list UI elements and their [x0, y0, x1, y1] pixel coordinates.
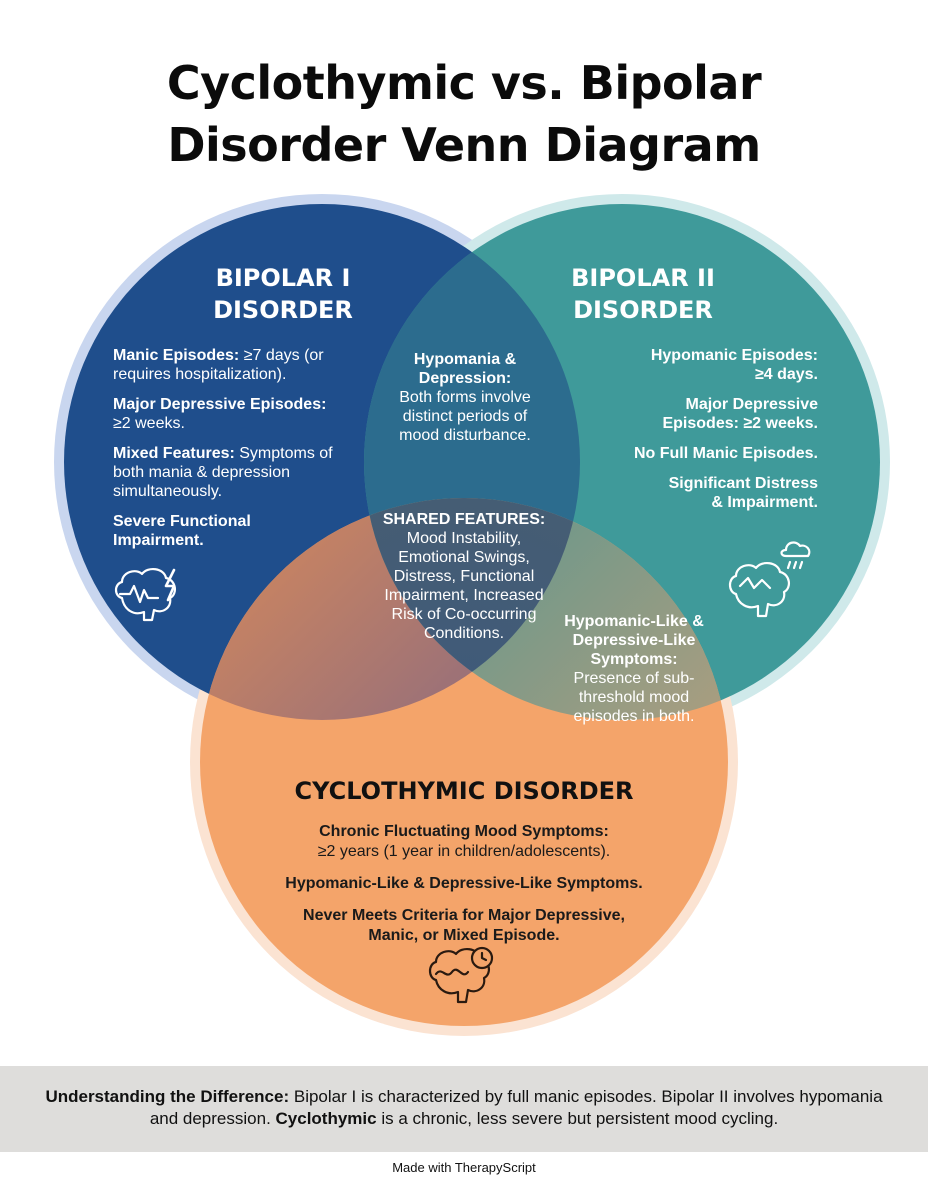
bipolar1-item-text: ≥7 days (or requires hospitalization). [113, 347, 324, 383]
overlap-b2-cy-label: Hypomanic-Like & Depressive-Like Symptom… [564, 613, 704, 668]
overlap-b2-cy-text: Hypomanic-Like & Depressive-Like Symptom… [556, 612, 712, 726]
venn-diagram [54, 194, 890, 1036]
bipolar1-items: Manic Episodes: ≥7 days (or requires hos… [113, 346, 345, 561]
overlap-bipolar-desc: Both forms involve distinct periods of m… [399, 389, 531, 444]
bipolar1-item-label: Severe Functional Impairment. [113, 513, 251, 549]
bipolar2-item: Hypomanic Episodes: ≥4 days. [650, 347, 818, 383]
shared-features-label: SHARED FEATURES: [382, 511, 546, 528]
bipolar2-items: Hypomanic Episodes: ≥4 days. Major Depre… [618, 346, 818, 523]
cyclothymic-item-text: ≥2 years (1 year in children/adolescents… [317, 843, 611, 860]
cyclothymic-items: Chronic Fluctuating Mood Symptoms: ≥2 ye… [260, 822, 668, 958]
overlap-bipolar1-cyclothymic [200, 498, 580, 720]
brain-clock-icon [428, 946, 494, 1004]
title-line-1: Cyclothymic vs. Bipolar [166, 56, 762, 110]
bipolar1-item-label: Mixed Features: [113, 445, 235, 462]
footer-text: Understanding the Difference: Bipolar I … [30, 1086, 898, 1130]
bipolar2-item: Significant Distress & Impairment. [668, 475, 818, 511]
cyclothymic-item: Hypomanic-Like & Depressive-Like Symptom… [285, 875, 643, 892]
footer-band [0, 1066, 928, 1152]
made-with-credit: Made with TherapyScript [392, 1160, 536, 1175]
overlap-bipolar-label: Hypomania & Depression: [413, 351, 517, 387]
overlap-bipolar-text: Hypomania & Depression: Both forms invol… [382, 350, 548, 445]
bipolar1-item-text: Symptoms of both mania & depression simu… [113, 445, 333, 500]
footer-text-1: Bipolar I is characterized by full manic… [149, 1087, 883, 1128]
bipolar1-item: Manic Episodes: ≥7 days (or requires hos… [113, 346, 345, 384]
cyclothymic-heading: CYCLOTHYMIC DISORDER [294, 777, 634, 805]
shared-features-desc: Mood Instability, Emotional Swings, Dist… [384, 530, 544, 642]
cyclothymic-item: Never Meets Criteria for Major Depressiv… [303, 907, 625, 944]
bipolar1-heading-line1: BIPOLAR I [215, 264, 351, 292]
brain-raincloud-icon [728, 541, 811, 618]
bipolar1-item: Severe Functional Impairment. [113, 512, 273, 550]
shared-features-text: SHARED FEATURES: Mood Instability, Emoti… [376, 510, 552, 643]
bipolar1-heading-line2: DISORDER [213, 296, 353, 324]
overlap-b2-cy-desc: Presence of sub-threshold mood episodes … [573, 670, 695, 725]
bipolar2-heading-line2: DISORDER [573, 296, 713, 324]
footer-text-2: is a chronic, less severe but persistent… [376, 1109, 779, 1128]
footer-bold-1: Understanding the Difference: [45, 1087, 290, 1106]
bipolar1-item-text: ≥2 weeks. [113, 415, 185, 432]
bipolar1-item-label: Manic Episodes: [113, 347, 240, 364]
title-line-2: Disorder Venn Diagram [167, 118, 761, 172]
bipolar1-item: Mixed Features: Symptoms of both mania &… [113, 444, 335, 501]
bipolar1-item: Major Depressive Episodes: ≥2 weeks. [113, 395, 345, 433]
bipolar2-heading: BIPOLAR II DISORDER [528, 262, 758, 326]
bipolar2-heading-line1: BIPOLAR II [571, 264, 715, 292]
bipolar1-heading: BIPOLAR I DISORDER [168, 262, 398, 326]
bipolar2-item: No Full Manic Episodes. [633, 445, 818, 462]
overlap-bipolar2-cyclothymic [364, 498, 728, 720]
bipolar1-item-label: Major Depressive Episodes: [113, 396, 327, 413]
brain-lightning-icon [114, 568, 176, 622]
footer-bold-2: Cyclothymic [275, 1109, 377, 1128]
cyclothymic-item: Chronic Fluctuating Mood Symptoms: ≥2 ye… [260, 822, 668, 862]
bipolar2-item: Major Depressive Episodes: ≥2 weeks. [662, 396, 818, 432]
cyclothymic-item-label: Chronic Fluctuating Mood Symptoms: [319, 823, 609, 840]
page-title: Cyclothymic vs. Bipolar Disorder Venn Di… [0, 52, 928, 176]
